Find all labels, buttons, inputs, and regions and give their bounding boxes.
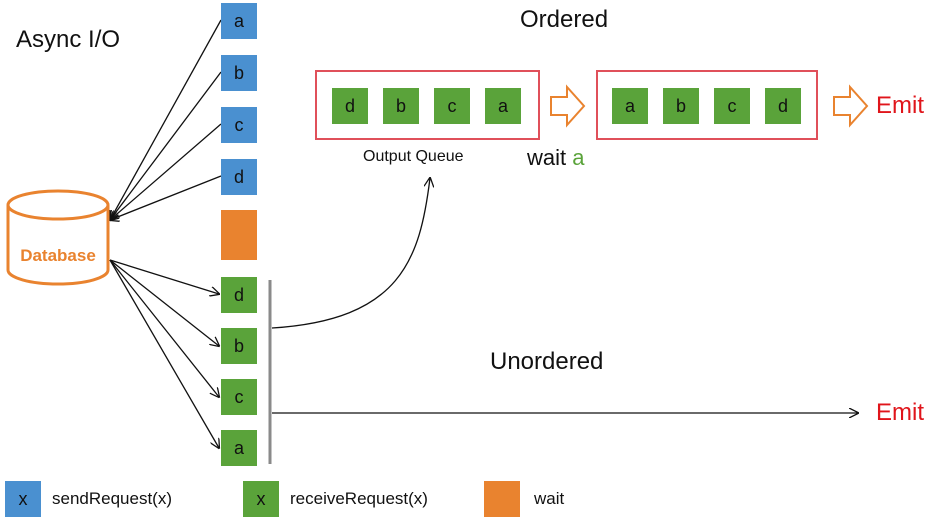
legend-send-label: sendRequest(x) (52, 489, 173, 508)
receive-arrow-d (109, 259, 219, 294)
ordered-emit-label: Emit (876, 92, 924, 119)
receive-request-box: b (221, 328, 257, 364)
emitted-item: a (612, 88, 648, 124)
send-arrow-d (110, 175, 222, 220)
output-queue-label: Output Queue (363, 148, 464, 165)
legend-send-swatch: x (5, 481, 41, 517)
legend-receive-label: receiveRequest(x) (290, 489, 428, 508)
unordered-emit-label: Emit (876, 399, 924, 426)
output-queue-item: d (332, 88, 368, 124)
legend-receive-swatch: x (243, 481, 279, 517)
send-arrow-b (110, 71, 222, 220)
send-request-box: d (221, 159, 257, 195)
legend-wait-label: wait (534, 489, 565, 508)
emitted-item: b (663, 88, 699, 124)
wait-item: a (572, 145, 585, 170)
output-queue-item: a (485, 88, 521, 124)
send-request-box: b (221, 55, 257, 91)
queue-transfer-arrow (550, 84, 586, 128)
receive-request-box: a (221, 430, 257, 466)
wait-indicator: wait a (527, 145, 585, 171)
output-queue (315, 70, 540, 140)
output-queue-item: b (383, 88, 419, 124)
receive-arrow-a (109, 259, 219, 448)
send-arrow-a (110, 19, 222, 220)
send-request-box: a (221, 3, 257, 39)
diagram-title: Async I/O (16, 26, 121, 53)
send-arrow-c (110, 123, 222, 220)
database-label: Database (20, 246, 96, 265)
unordered-heading: Unordered (490, 348, 604, 375)
emitted-item: c (714, 88, 750, 124)
wait-prefix: wait (527, 145, 567, 170)
wait-box (221, 210, 257, 260)
legend-wait-swatch (484, 481, 520, 517)
ordered-heading: Ordered (520, 6, 609, 33)
receive-request-box: c (221, 379, 257, 415)
receive-arrow-b (109, 259, 219, 346)
database-icon (6, 189, 110, 286)
send-request-box: c (221, 107, 257, 143)
output-queue-item: c (434, 88, 470, 124)
receive-request-box: d (221, 277, 257, 313)
emitted-queue (596, 70, 818, 140)
receive-arrow-c (109, 259, 219, 397)
emitted-item: d (765, 88, 801, 124)
ordered-emit-arrow (833, 84, 869, 128)
to-output-queue-arrow (271, 178, 430, 329)
